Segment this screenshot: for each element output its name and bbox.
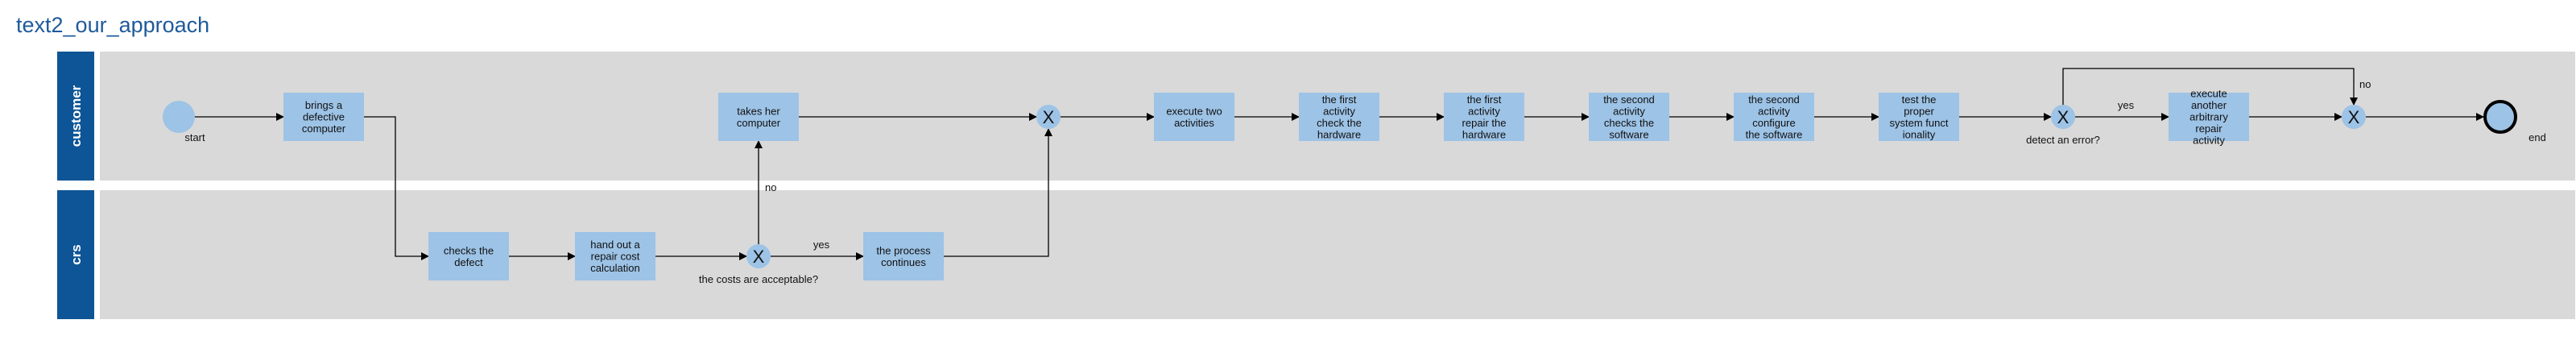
lane-customer-header <box>57 52 94 181</box>
lane-crs-body <box>100 190 2575 319</box>
task-label-line: proper <box>1904 105 1934 117</box>
task-label-line: checks the <box>444 244 494 256</box>
gateway-shape <box>2342 105 2366 129</box>
gateway-label: detect an error? <box>2026 134 2100 146</box>
task-label-line: repair the <box>1462 117 1507 129</box>
end-event-label: end <box>2528 131 2546 143</box>
flow-label-g1-no: no <box>765 181 776 193</box>
task-label-line: hardware <box>1462 128 1506 140</box>
task-label-line: brings a <box>305 99 343 111</box>
task-label-line: repair <box>2195 123 2222 135</box>
task-label-line: the process <box>876 244 931 256</box>
task-label-line: configure <box>1752 117 1795 129</box>
task-box <box>1299 93 1379 141</box>
gateway-shape <box>746 244 771 268</box>
task-label-line: hand out a <box>590 239 640 251</box>
gateway-g4: X <box>2342 105 2366 129</box>
task-label-line: ionality <box>1903 128 1936 140</box>
task-box <box>1154 93 1234 141</box>
task-label-line: checks the <box>1604 117 1654 129</box>
task-label-line: activity <box>1613 105 1645 117</box>
task-label-line: system funct <box>1890 117 1949 129</box>
task-box <box>1879 93 1959 141</box>
lane-crs-label: crs <box>68 244 84 265</box>
task-box <box>2169 93 2249 141</box>
flow-label-g3-yes: yes <box>2118 99 2135 111</box>
gateway-symbol: X <box>753 247 765 267</box>
task-label-line: defective <box>303 111 345 123</box>
gateway-symbol: X <box>2348 107 2360 127</box>
diagram-title: text2_our_approach <box>16 13 210 37</box>
task-label-line: the first <box>1467 93 1502 106</box>
lane-customer-label: customer <box>68 85 84 147</box>
task-label-line: the second <box>1603 93 1655 106</box>
task-label-line: software <box>1609 128 1648 140</box>
start-event-label: start <box>184 131 205 143</box>
end-event-shape <box>2483 100 2517 134</box>
gateway-label: the costs are acceptable? <box>699 273 818 285</box>
task-label-line: the first <box>1322 93 1357 106</box>
task-label-line: computer <box>737 117 781 129</box>
gateway-symbol: X <box>1043 107 1055 127</box>
task-label-line: takes her <box>737 105 780 117</box>
sequence-flow <box>2062 68 2358 106</box>
task-label-line: arbitrary <box>2189 111 2228 123</box>
task-label-line: computer <box>302 123 346 135</box>
sequence-flow <box>944 128 1052 257</box>
gateway-shape <box>2051 105 2075 129</box>
task-box <box>283 93 364 141</box>
task-label-line: activities <box>1174 117 1214 129</box>
task-label-line: activity <box>1758 105 1790 117</box>
task-label-line: execute two <box>1166 105 1222 117</box>
task-label-line: the second <box>1748 93 1800 106</box>
task-label-line: continues <box>881 256 926 268</box>
task-box <box>575 232 655 280</box>
end-event: end <box>2483 100 2546 143</box>
task-box <box>718 93 799 141</box>
task-label-line: execute <box>2190 88 2227 100</box>
task-label-line: hardware <box>1317 128 1361 140</box>
flow-label-g3-no: no <box>2359 78 2371 90</box>
sequence-flow <box>364 116 429 260</box>
task-label-line: calculation <box>590 262 639 274</box>
task-label-line: activity <box>1323 105 1355 117</box>
task-box <box>863 232 944 280</box>
task-label-line: activity <box>2193 135 2225 147</box>
task-box <box>1589 93 1669 141</box>
task-label-line: test the <box>1902 93 1937 106</box>
gateway-g2: X <box>1036 105 1061 129</box>
start-event: start <box>163 101 205 143</box>
task-box <box>428 232 509 280</box>
task-label-line: activity <box>1468 105 1500 117</box>
lane-crs-header <box>57 190 94 319</box>
gateway-shape <box>1036 105 1061 129</box>
gateway-symbol: X <box>2057 107 2069 127</box>
task-box <box>1734 93 1814 141</box>
task-label-line: defect <box>454 256 483 268</box>
task-label-line: the software <box>1746 128 1803 140</box>
start-event-shape <box>163 101 195 133</box>
task-label-line: another <box>2191 99 2227 111</box>
task-box <box>1444 93 1524 141</box>
flow-label-g1-yes: yes <box>813 239 830 251</box>
task-label-line: repair cost <box>591 251 640 263</box>
task-label-line: check the <box>1317 117 1362 129</box>
